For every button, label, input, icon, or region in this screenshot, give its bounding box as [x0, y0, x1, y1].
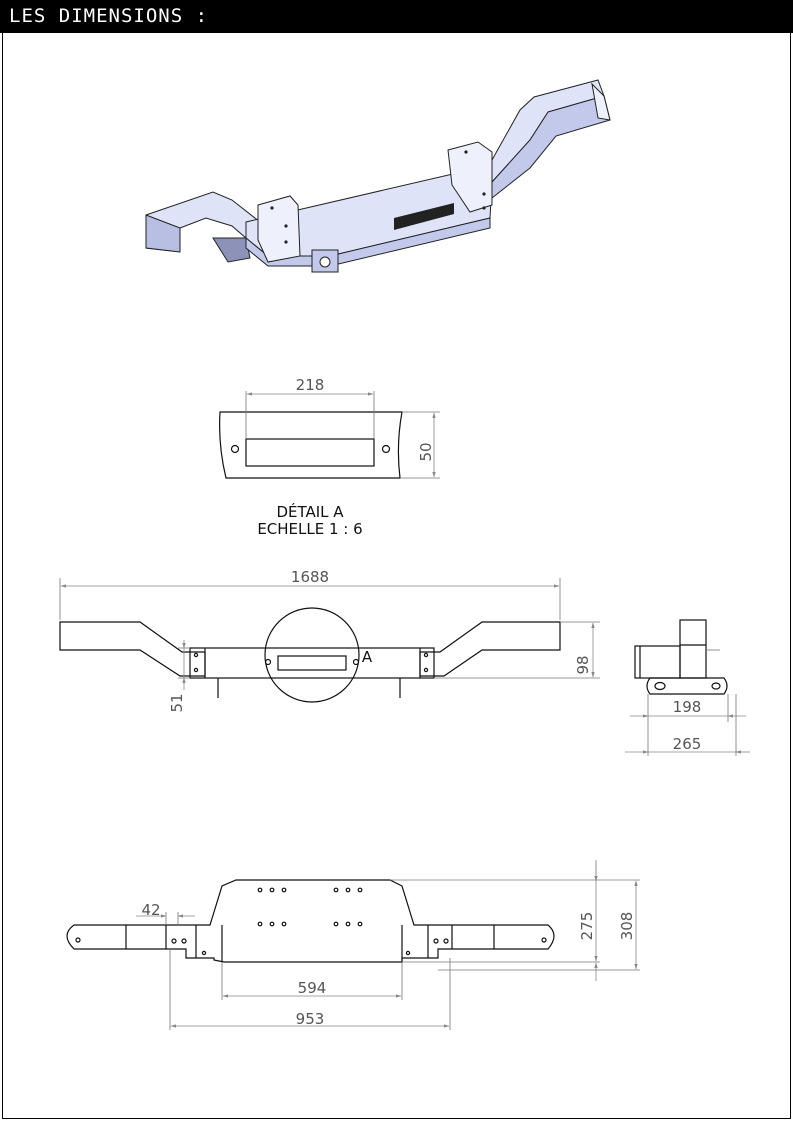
- front-view: [59, 578, 600, 703]
- top-dim-275: 275: [578, 912, 596, 941]
- top-view: [66, 860, 640, 1030]
- top-dim-953: 953: [296, 1010, 325, 1028]
- front-dim-height: 98: [574, 655, 592, 674]
- isometric-view: [145, 79, 611, 273]
- detail-scale: ECHELLE 1 : 6: [257, 520, 362, 538]
- top-dim-308: 308: [618, 912, 636, 941]
- top-dim-594: 594: [298, 979, 327, 997]
- detail-title: DÉTAIL A: [276, 502, 344, 521]
- front-dim-total: 1688: [291, 568, 329, 586]
- drawing-frame: [2, 33, 791, 1119]
- side-view: [625, 619, 750, 756]
- top-dim-42: 42: [141, 901, 160, 919]
- detail-a-view: [219, 391, 440, 479]
- detail-dim-width: 218: [296, 376, 325, 394]
- page-title: LES DIMENSIONS :: [0, 0, 793, 33]
- detail-dim-height: 50: [417, 442, 435, 461]
- side-dim-a: 198: [673, 698, 702, 716]
- detail-callout: A: [362, 648, 373, 666]
- front-dim-lower: 51: [168, 693, 186, 712]
- side-dim-b: 265: [673, 735, 702, 753]
